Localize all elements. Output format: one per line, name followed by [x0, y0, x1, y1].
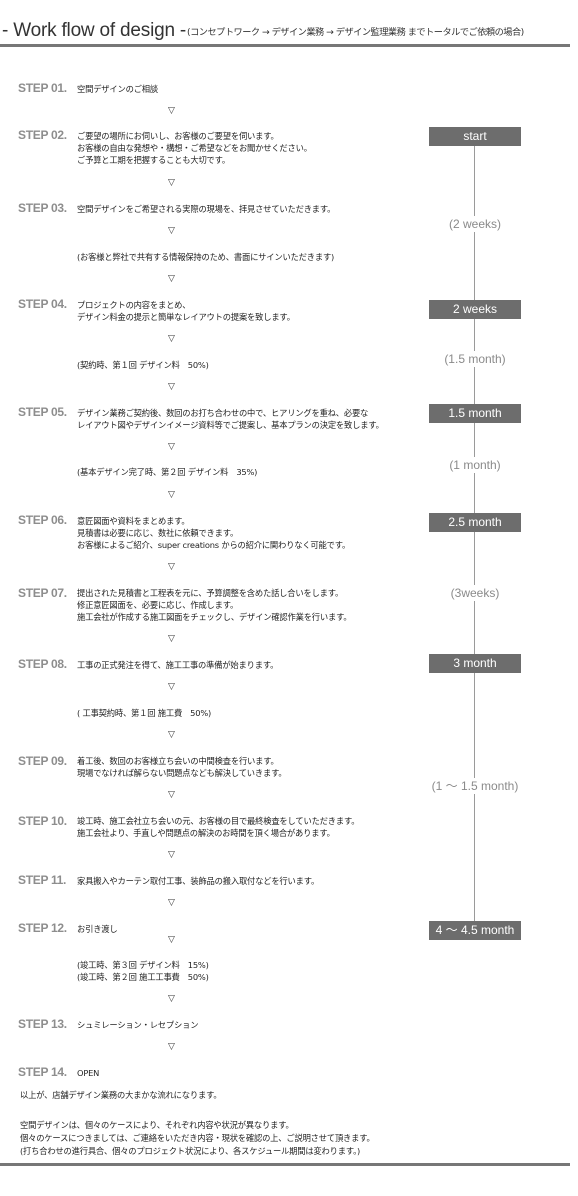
step-note: (竣工時、第２回 施工工事費 50%): [77, 972, 209, 982]
step-label: STEP 06.: [18, 513, 67, 527]
down-arrow-icon: ▽: [168, 490, 175, 500]
step-text: 空間デザインのご相談: [77, 84, 158, 94]
milestone-3-month: 3 month: [429, 654, 521, 673]
step-text: デザイン業務ご契約後、数回のお打ち合わせの中で、ヒアリングを重ね、必要な: [77, 408, 369, 418]
down-arrow-icon: ▽: [168, 898, 175, 908]
step-text: 意匠図面や資料をまとめます。: [77, 516, 190, 526]
step-text: 家具搬入やカーテン取付工事、装飾品の搬入取付などを行います。: [77, 876, 320, 886]
down-arrow-icon: ▽: [168, 106, 175, 116]
milestone-4-4-5-month: 4 〜 4.5 month: [429, 921, 521, 940]
step-text: 竣工時、施工会社立ち会いの元、お客様の目で最終検査をしていただきます。: [77, 816, 360, 826]
step-label: STEP 05.: [18, 405, 67, 419]
step-text: お引き渡し: [77, 924, 118, 934]
bottom-divider: [0, 1163, 570, 1166]
step-label: STEP 01.: [18, 81, 67, 95]
step-text: 見積書は必要に応じ、数社に依頼できます。: [77, 528, 239, 538]
down-arrow-icon: ▽: [168, 730, 175, 740]
step-text: お客様によるご紹介、super creations からの紹介に関わりなく可能で…: [77, 540, 351, 550]
step-note: (お客様と弊社で共有する情報保持のため、書面にサインいただきます): [77, 252, 335, 262]
milestone-2-5-month: 2.5 month: [429, 513, 521, 532]
down-arrow-icon: ▽: [168, 562, 175, 572]
timeline-duration: (3weeks): [420, 585, 530, 601]
milestone-start: start: [429, 127, 521, 146]
page-header: - Work flow of design - (コンセプトワーク → デザイン…: [0, 20, 578, 44]
milestone-2-weeks: 2 weeks: [429, 300, 521, 319]
step-text: デザイン料金の提示と簡単なレイアウトの提案を致します。: [77, 312, 295, 322]
timeline-duration: (1.5 month): [420, 351, 530, 367]
step-label: STEP 08.: [18, 657, 67, 671]
step-text: 施工会社が作成する施工図面をチェックし、デザイン確認作業を行います。: [77, 612, 352, 622]
step-text: 修正意匠図面を、必要に応じ、作成します。: [77, 600, 239, 610]
step-text: 施工会社より、手直しや問題点の解決のお時間を頂く場合があります。: [77, 828, 335, 838]
timeline-duration: (2 weeks): [420, 216, 530, 232]
down-arrow-icon: ▽: [168, 850, 175, 860]
down-arrow-icon: ▽: [168, 274, 175, 284]
down-arrow-icon: ▽: [168, 935, 175, 945]
step-label: STEP 12.: [18, 921, 67, 935]
footer-note: (打ち合わせの進行具合、個々のプロジェクト状況により、各スケジュール期間は変わり…: [20, 1146, 361, 1156]
down-arrow-icon: ▽: [168, 1042, 175, 1052]
step-text: ご予算と工期を把握することも大切です。: [77, 155, 231, 165]
footer-summary: 以上が、店舗デザイン業務の大まかな流れになります。: [20, 1090, 222, 1100]
down-arrow-icon: ▽: [168, 442, 175, 452]
step-note: (契約時、第１回 デザイン料 50%): [77, 360, 209, 370]
step-note: (基本デザイン完了時、第２回 デザイン料 35%): [77, 467, 258, 477]
step-text: ご要望の場所にお伺いし、お客様のご要望を伺います。: [77, 131, 279, 141]
step-note: (竣工時、第３回 デザイン料 15%): [77, 960, 209, 970]
step-text: お客様の自由な発想や・構想・ご希望などをお聞かせください。: [77, 143, 312, 153]
down-arrow-icon: ▽: [168, 382, 175, 392]
down-arrow-icon: ▽: [168, 334, 175, 344]
step-text: 現場でなければ解らない問題点なども解決していきます。: [77, 768, 287, 778]
step-text: レイアウト図やデザインイメージ資料等でご提案し、基本プランの決定を致します。: [77, 420, 384, 430]
down-arrow-icon: ▽: [168, 994, 175, 1004]
timeline-duration: (1 〜 1.5 month): [420, 778, 530, 794]
step-text: プロジェクトの内容をまとめ、: [77, 300, 191, 310]
page-title: - Work flow of design -: [2, 20, 187, 41]
step-text: OPEN: [77, 1068, 100, 1078]
step-label: STEP 04.: [18, 297, 67, 311]
step-label: STEP 09.: [18, 754, 67, 768]
down-arrow-icon: ▽: [168, 226, 175, 236]
step-label: STEP 14.: [18, 1065, 67, 1079]
page-subtitle: (コンセプトワーク → デザイン業務 → デザイン監理業務 までトータルでご依頼…: [187, 27, 524, 38]
step-label: STEP 07.: [18, 586, 67, 600]
step-text: 工事の正式発注を得て、施工工事の準備が始まります。: [77, 660, 279, 670]
step-note: ( 工事契約時、第１回 施工費 50%): [77, 708, 212, 718]
timeline-duration: (1 month): [420, 457, 530, 473]
down-arrow-icon: ▽: [168, 634, 175, 644]
step-text: シュミレーション・レセプション: [77, 1020, 199, 1030]
step-label: STEP 02.: [18, 128, 67, 142]
footer-note: 個々のケースにつきましては、ご連絡をいただき内容・現状を確認の上、ご説明させて頂…: [20, 1133, 375, 1143]
down-arrow-icon: ▽: [168, 682, 175, 692]
step-text: 空間デザインをご希望される実際の現場を、拝見させていただきます。: [77, 204, 336, 214]
footer-note: 空間デザインは、個々のケースにより、それぞれ内容や状況が異なります。: [20, 1120, 294, 1130]
step-label: STEP 03.: [18, 201, 67, 215]
step-text: 提出された見積書と工程表を元に、予算調整を含めた話し合いをします。: [77, 588, 344, 598]
milestone-1-5-month: 1.5 month: [429, 404, 521, 423]
down-arrow-icon: ▽: [168, 178, 175, 188]
step-text: 着工後、数回のお客様立ち会いの中間検査を行います。: [77, 756, 279, 766]
timeline-line: [474, 146, 475, 930]
step-label: STEP 11.: [18, 873, 67, 887]
top-divider: [0, 44, 570, 47]
step-label: STEP 13.: [18, 1017, 67, 1031]
step-label: STEP 10.: [18, 814, 67, 828]
down-arrow-icon: ▽: [168, 790, 175, 800]
